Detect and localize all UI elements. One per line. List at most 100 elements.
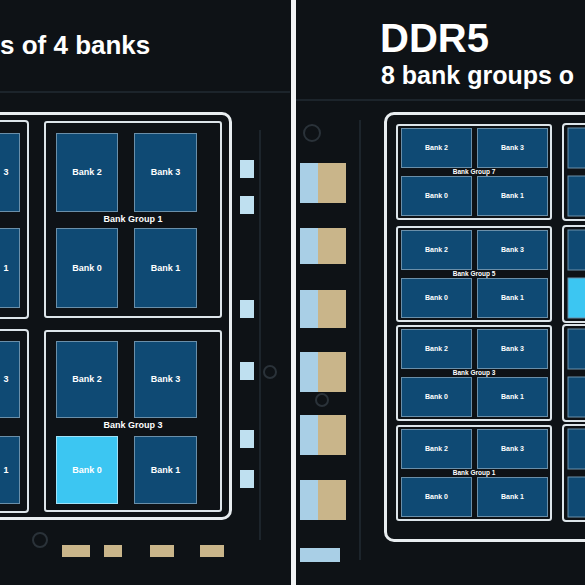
bank-label: Bank 0 <box>401 192 472 200</box>
via <box>316 394 328 406</box>
bank-group-outline <box>0 121 28 318</box>
memory-bank <box>568 176 585 216</box>
cropped-banks <box>568 128 585 517</box>
memory-bank <box>568 477 585 517</box>
group-label: Bank Group 7 <box>396 168 552 176</box>
group-label: Bank Group 5 <box>396 270 552 278</box>
bank-group-outline <box>563 124 585 220</box>
bank-label: Bank 3 <box>134 167 197 178</box>
smd-part <box>240 362 254 380</box>
smd-part <box>240 300 254 318</box>
memory-bank <box>568 429 585 469</box>
memory-bank: Bank 3 <box>477 230 548 270</box>
bank-group-outline <box>563 325 585 421</box>
memory-bank: Bank 2 <box>56 133 118 212</box>
bank-label: Bank 1 <box>477 493 548 501</box>
capacitor-end <box>300 228 318 264</box>
capacitor <box>318 415 346 455</box>
capacitor <box>318 352 346 392</box>
panel-title: s of 4 banks <box>0 30 230 61</box>
smd-part <box>150 545 174 557</box>
bank-label: Bank 3 <box>477 445 548 453</box>
smd-part <box>240 470 254 488</box>
bank-label: Bank 2 <box>56 374 118 385</box>
bank-group: Bank Group 7 Bank 2 Bank 3 Bank 0 Bank 1 <box>396 124 552 220</box>
memory-bank: 3 <box>0 133 20 212</box>
panel-divider <box>291 0 296 585</box>
memory-bank: 1 <box>0 228 20 308</box>
capacitor <box>318 228 346 264</box>
memory-bank: Bank 0 <box>401 278 472 318</box>
capacitor-end <box>300 415 318 455</box>
pcb-vias <box>33 125 328 547</box>
memory-bank: Bank 0 <box>401 176 472 216</box>
bank-label: Bank 2 <box>56 167 118 178</box>
bank-label: Bank 0 <box>56 465 118 476</box>
memory-bank: Bank 2 <box>401 128 472 168</box>
capacitor <box>318 163 346 203</box>
memory-bank: Bank 1 <box>477 176 548 216</box>
memory-chip: DDR58 bank groups oBank Group 7Bank 2Ban… <box>384 112 585 542</box>
bank-label: Bank 1 <box>477 192 548 200</box>
bank-label: Bank 3 <box>477 144 548 152</box>
memory-bank: Bank 2 <box>401 429 472 469</box>
memory-bank: Bank 1 <box>477 278 548 318</box>
memory-bank: Bank 2 <box>401 329 472 369</box>
memory-bank: Bank 3 <box>134 133 197 212</box>
memory-bank: Bank 3 <box>134 341 197 418</box>
smd-part <box>300 548 340 562</box>
panel-title: DDR5 <box>380 14 580 62</box>
smd-part <box>240 160 254 178</box>
bank-label: Bank 3 <box>134 374 197 385</box>
trace <box>359 120 361 560</box>
bank-label: Bank 0 <box>401 294 472 302</box>
bank-group: Bank Group 3Bank 2Bank 3Bank 0Bank 1 <box>396 325 552 421</box>
memory-bank: 1 <box>0 436 20 504</box>
bank-group: Bank Group 1 Bank 2 Bank 3 Bank 0 Bank 1 <box>44 121 222 318</box>
group-label: Bank Group 3 <box>44 420 222 431</box>
smd-part <box>104 545 122 557</box>
bank-label: Bank 0 <box>401 493 472 501</box>
memory-bank: Bank 3 <box>477 329 548 369</box>
bank-group-outline <box>0 330 28 512</box>
smd-part <box>240 430 254 448</box>
bank-label: Bank 1 <box>134 263 197 274</box>
bank-group-outline <box>563 226 585 322</box>
memory-bank <box>568 128 585 168</box>
trace <box>0 91 290 93</box>
smd-part <box>62 545 90 557</box>
bank-label: 1 <box>0 263 12 274</box>
memory-bank: Bank 1 <box>134 436 197 504</box>
bank-label: Bank 0 <box>401 393 472 401</box>
smd-part <box>200 545 224 557</box>
bank-label: Bank 0 <box>56 263 118 274</box>
bank-label: Bank 2 <box>401 246 472 254</box>
bank-group: Bank Group 5 Bank 2 Bank 3 Bank 0 Bank 1 <box>396 226 552 322</box>
bank-label: Bank 1 <box>134 465 197 476</box>
capacitor-end <box>300 163 318 203</box>
bank-label: Bank 2 <box>401 445 472 453</box>
memory-bank: Bank 1 <box>134 228 197 308</box>
bank-label: Bank 2 <box>401 345 472 353</box>
bank-label: Bank 1 <box>477 393 548 401</box>
bank-group-outline <box>563 425 585 521</box>
bank-label: Bank 2 <box>401 144 472 152</box>
capacitor-end <box>300 480 318 520</box>
via <box>304 125 320 141</box>
memory-chip: s of 4 banks3131Bank Group 1Bank 2Bank 3… <box>0 112 232 520</box>
memory-bank: Bank 3 <box>477 128 548 168</box>
memory-bank: Bank 0 <box>56 436 118 504</box>
group-label: Bank Group 1 <box>44 214 222 225</box>
capacitor <box>318 480 346 520</box>
memory-bank: 3 <box>0 341 20 418</box>
memory-bank: Bank 1 <box>477 477 548 517</box>
group-label: Bank Group 1 <box>396 469 552 477</box>
memory-bank: Bank 0 <box>401 477 472 517</box>
bank-label: Bank 3 <box>477 246 548 254</box>
memory-bank: Bank 1 <box>477 377 548 417</box>
panel-title: 8 bank groups o <box>381 60 585 90</box>
memory-bank <box>568 278 585 318</box>
bank-group: Bank Group 3 Bank 2 Bank 3 Bank 0 Bank 1 <box>44 330 222 512</box>
memory-bank: Bank 0 <box>56 228 118 308</box>
